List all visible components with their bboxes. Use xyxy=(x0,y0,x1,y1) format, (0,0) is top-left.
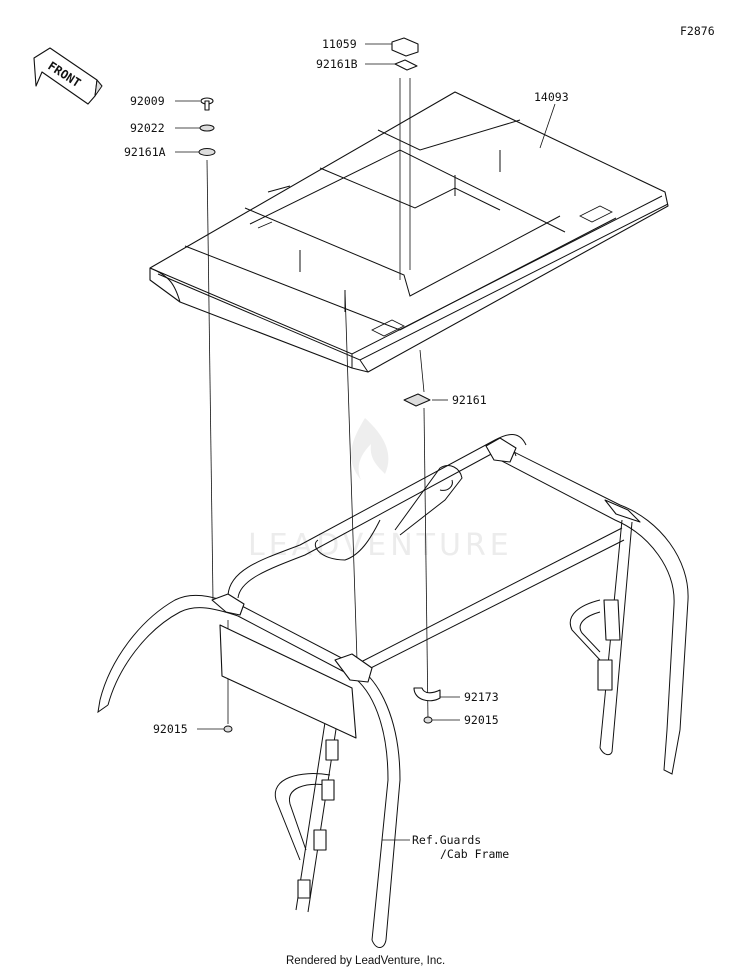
pad-92161B xyxy=(394,59,418,71)
callout-92015-left: 92015 xyxy=(153,722,188,736)
leader-lines xyxy=(175,43,556,841)
clamp-92173 xyxy=(413,687,441,702)
watermark: LEADVENTURE xyxy=(248,418,513,563)
bracket-11059 xyxy=(391,37,419,57)
figure-code: F2876 xyxy=(680,24,715,38)
callout-92161: 92161 xyxy=(452,393,487,407)
roof-panel xyxy=(149,91,669,373)
callout-11059: 11059 xyxy=(322,37,357,51)
callout-92173: 92173 xyxy=(464,690,499,704)
callout-ref-line2: /Cab Frame xyxy=(440,847,509,861)
front-arrow-icon: FRONT xyxy=(33,47,103,105)
grommet-92161A xyxy=(198,148,216,156)
callout-14093: 14093 xyxy=(534,90,569,104)
callout-92022: 92022 xyxy=(130,121,165,135)
washer-92022 xyxy=(199,124,215,132)
nut-92015-right xyxy=(423,716,433,724)
bolt-92009 xyxy=(200,97,214,111)
callout-92161A: 92161A xyxy=(124,145,166,159)
footer-credit: Rendered by LeadVenture, Inc. xyxy=(286,955,445,967)
reference-lines xyxy=(206,78,429,724)
callout-92015-right: 92015 xyxy=(464,713,499,727)
pad-92161 xyxy=(403,393,431,407)
cab-frame xyxy=(97,434,689,948)
watermark-text: LEADVENTURE xyxy=(248,528,513,563)
callout-92009: 92009 xyxy=(130,94,165,108)
callout-92161B: 92161B xyxy=(316,57,358,71)
callout-ref-line1: Ref.Guards xyxy=(412,833,481,847)
nut-92015-left xyxy=(223,725,233,733)
